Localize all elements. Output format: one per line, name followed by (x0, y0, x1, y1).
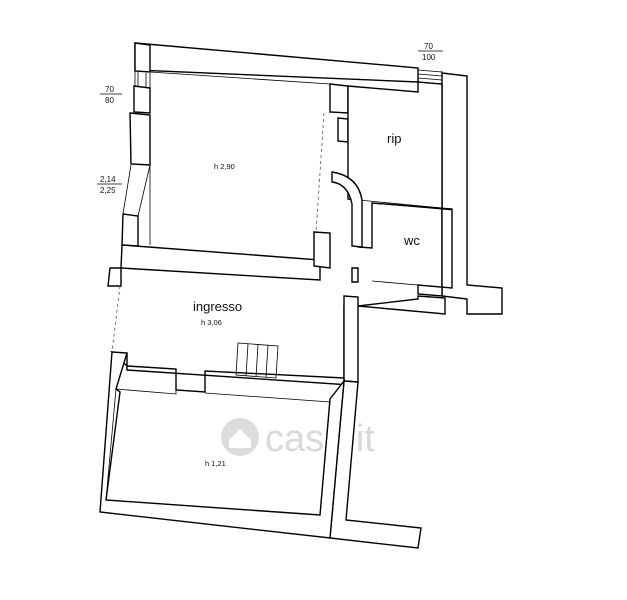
curved-partition (331, 171, 363, 248)
watermark-text: casa.it (265, 418, 375, 460)
lower-room-height: h 1,21 (205, 459, 226, 468)
main-room-opening (315, 112, 325, 233)
ingresso-height: h 3,06 (201, 318, 222, 327)
walls (99, 42, 503, 549)
room-label-ingresso: ingresso (193, 299, 242, 314)
svg-text:2,14: 2,14 (100, 175, 116, 184)
dimension-left-mid: 2,14 2,25 (97, 175, 122, 195)
house-logo-icon (221, 418, 259, 456)
svg-text:80: 80 (105, 96, 114, 105)
stairs (235, 342, 279, 379)
windows (122, 68, 443, 217)
dimension-left-top: 70 80 (100, 85, 122, 105)
main-room-height: h 2,90 (214, 162, 235, 171)
svg-text:70: 70 (105, 85, 114, 94)
svg-text:2,25: 2,25 (100, 186, 116, 195)
svg-text:100: 100 (422, 53, 436, 62)
dimension-top-right: 70 100 (418, 42, 443, 62)
ingresso-opening (111, 285, 121, 353)
room-label-wc: wc (403, 233, 420, 248)
svg-text:70: 70 (424, 42, 433, 51)
watermark: casa.it (221, 418, 375, 460)
room-label-rip: rip (387, 131, 401, 146)
